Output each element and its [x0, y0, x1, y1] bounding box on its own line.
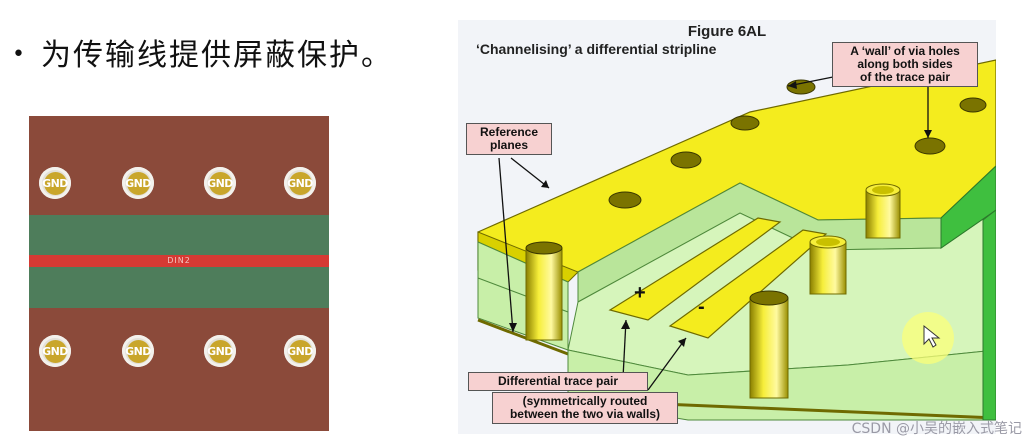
bullet-text-content: 为传输线提供屏蔽保护。	[40, 38, 393, 73]
gnd-via: GND	[122, 167, 154, 199]
standing-via	[865, 189, 901, 239]
stripline-figure: Figure 6AL ‘Channelising’ a differential…	[458, 20, 996, 434]
shield-band-top	[29, 215, 329, 255]
gnd-via-label: GND	[207, 339, 233, 363]
callout-line: between the two via walls)	[509, 407, 661, 421]
callout-line: (symmetrically routed	[522, 394, 648, 408]
right-side-face	[982, 209, 996, 421]
cut-via-left	[525, 247, 563, 341]
gnd-via: GND	[204, 335, 236, 367]
figure-title: Figure 6AL	[687, 23, 767, 40]
pcb-layout: DIN2 GND GND GND GND GND GND GND GND	[29, 116, 329, 431]
gnd-via-label: GND	[287, 339, 313, 363]
via-hole	[959, 97, 987, 113]
watermark: CSDN @小吴的嵌入式笔记	[851, 421, 1022, 437]
callout-line: of the trace pair	[859, 70, 951, 84]
callout-line: planes	[489, 138, 528, 152]
negative-trace	[668, 229, 828, 339]
stripline-illustration	[477, 59, 996, 421]
cursor-icon	[923, 324, 941, 348]
net-label: DIN2	[167, 256, 191, 265]
via-hole	[914, 137, 946, 155]
gnd-via-label: GND	[125, 171, 151, 195]
reference-planes-callout: Reference planes	[466, 123, 552, 155]
gnd-via-label: GND	[287, 171, 313, 195]
gnd-via: GND	[204, 167, 236, 199]
gnd-via: GND	[39, 167, 71, 199]
callout-line: Reference	[479, 125, 539, 139]
via-hole	[670, 151, 702, 169]
gnd-via: GND	[284, 167, 316, 199]
right-plane-edge	[940, 165, 996, 249]
routing-note-callout: (symmetrically routed between the two vi…	[492, 392, 678, 424]
gnd-via: GND	[284, 335, 316, 367]
trace-pair-callout: Differential trace pair	[468, 372, 648, 391]
cut-via-center	[749, 297, 789, 399]
gnd-via: GND	[122, 335, 154, 367]
differential-trace	[29, 255, 329, 267]
gnd-via: GND	[39, 335, 71, 367]
shield-band-bottom	[29, 267, 329, 308]
standing-via	[809, 241, 847, 295]
positive-trace	[608, 217, 782, 321]
gnd-via-label: GND	[42, 339, 68, 363]
figure-subtitle: ‘Channelising’ a differential stripline	[476, 41, 717, 57]
gnd-via-label: GND	[125, 339, 151, 363]
gnd-via-label: GND	[42, 171, 68, 195]
via-hole	[730, 115, 760, 131]
bullet-marker: •	[12, 42, 27, 67]
gnd-via-label: GND	[207, 171, 233, 195]
via-wall-callout: A ‘wall’ of via holes along both sides o…	[832, 42, 978, 87]
callout-line: along both sides	[857, 57, 953, 71]
via-hole	[608, 191, 642, 209]
bullet-text: • 为传输线提供屏蔽保护。	[12, 30, 393, 74]
callout-line: A ‘wall’ of via holes	[850, 44, 960, 58]
plus-sign: +	[634, 282, 646, 304]
minus-sign: -	[698, 296, 705, 318]
